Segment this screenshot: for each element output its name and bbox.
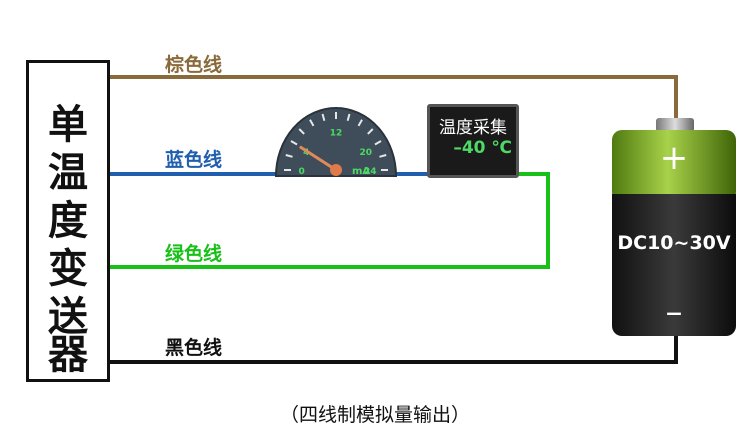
battery-plus-sign: + (659, 138, 689, 178)
transmitter-box: 单 温 度 变 送 器 (26, 60, 110, 382)
display-value: –40 ℃ (453, 138, 512, 158)
gauge-face (274, 107, 398, 177)
blue-wire-label: 蓝色线 (165, 148, 222, 171)
gauge-tick (298, 128, 305, 135)
gauge-tick (357, 119, 363, 127)
battery-minus-sign: – (665, 292, 683, 332)
gauge-tick (379, 154, 387, 158)
transmitter-char: 变 (48, 246, 88, 292)
gauge-hub (330, 164, 342, 176)
gauge-tick-marks (284, 112, 388, 171)
gauge-tick-label: 12 (330, 129, 343, 139)
transmitter-char: 送 (48, 294, 88, 340)
gauge-tick (321, 113, 326, 121)
battery-cap (656, 118, 694, 132)
black-wire-label: 黑色线 (165, 336, 222, 359)
gauge-tick-label: 24 (364, 167, 377, 177)
ammeter-gauge: 0 4 12 20 24 mA (274, 107, 398, 177)
display-title: 温度采集 (439, 118, 507, 138)
battery (612, 118, 736, 336)
diagram-caption: （四线制模拟量输出） (279, 404, 470, 426)
brown-wire (110, 75, 678, 122)
temperature-display: 温度采集 –40 ℃ (427, 104, 519, 178)
gauge-tick (374, 140, 382, 146)
green-wire (110, 172, 550, 269)
black-wire (110, 334, 678, 364)
battery-body (612, 194, 736, 336)
green-wire-label: 绿色线 (165, 242, 222, 265)
transmitter-char: 温 (48, 150, 88, 196)
battery-top-band (612, 130, 736, 202)
transmitter-char: 单 (48, 102, 88, 148)
gauge-tick (285, 154, 293, 158)
gauge-unit-label: mA (352, 166, 370, 177)
gauge-tick-label: 0 (299, 167, 305, 177)
gauge-tick (309, 119, 315, 127)
gauge-tick-label: 20 (359, 148, 372, 158)
gauge-tick (346, 113, 351, 121)
transmitter-char: 器 (48, 332, 88, 378)
gauge-tick-label: 4 (303, 148, 309, 158)
transmitter-char: 度 (48, 198, 88, 244)
gauge-tick (367, 128, 374, 135)
gauge-needle (299, 145, 338, 172)
battery-voltage-label: DC10~30V (617, 232, 731, 254)
gauge-tick (290, 140, 298, 146)
brown-wire-label: 棕色线 (165, 53, 222, 76)
